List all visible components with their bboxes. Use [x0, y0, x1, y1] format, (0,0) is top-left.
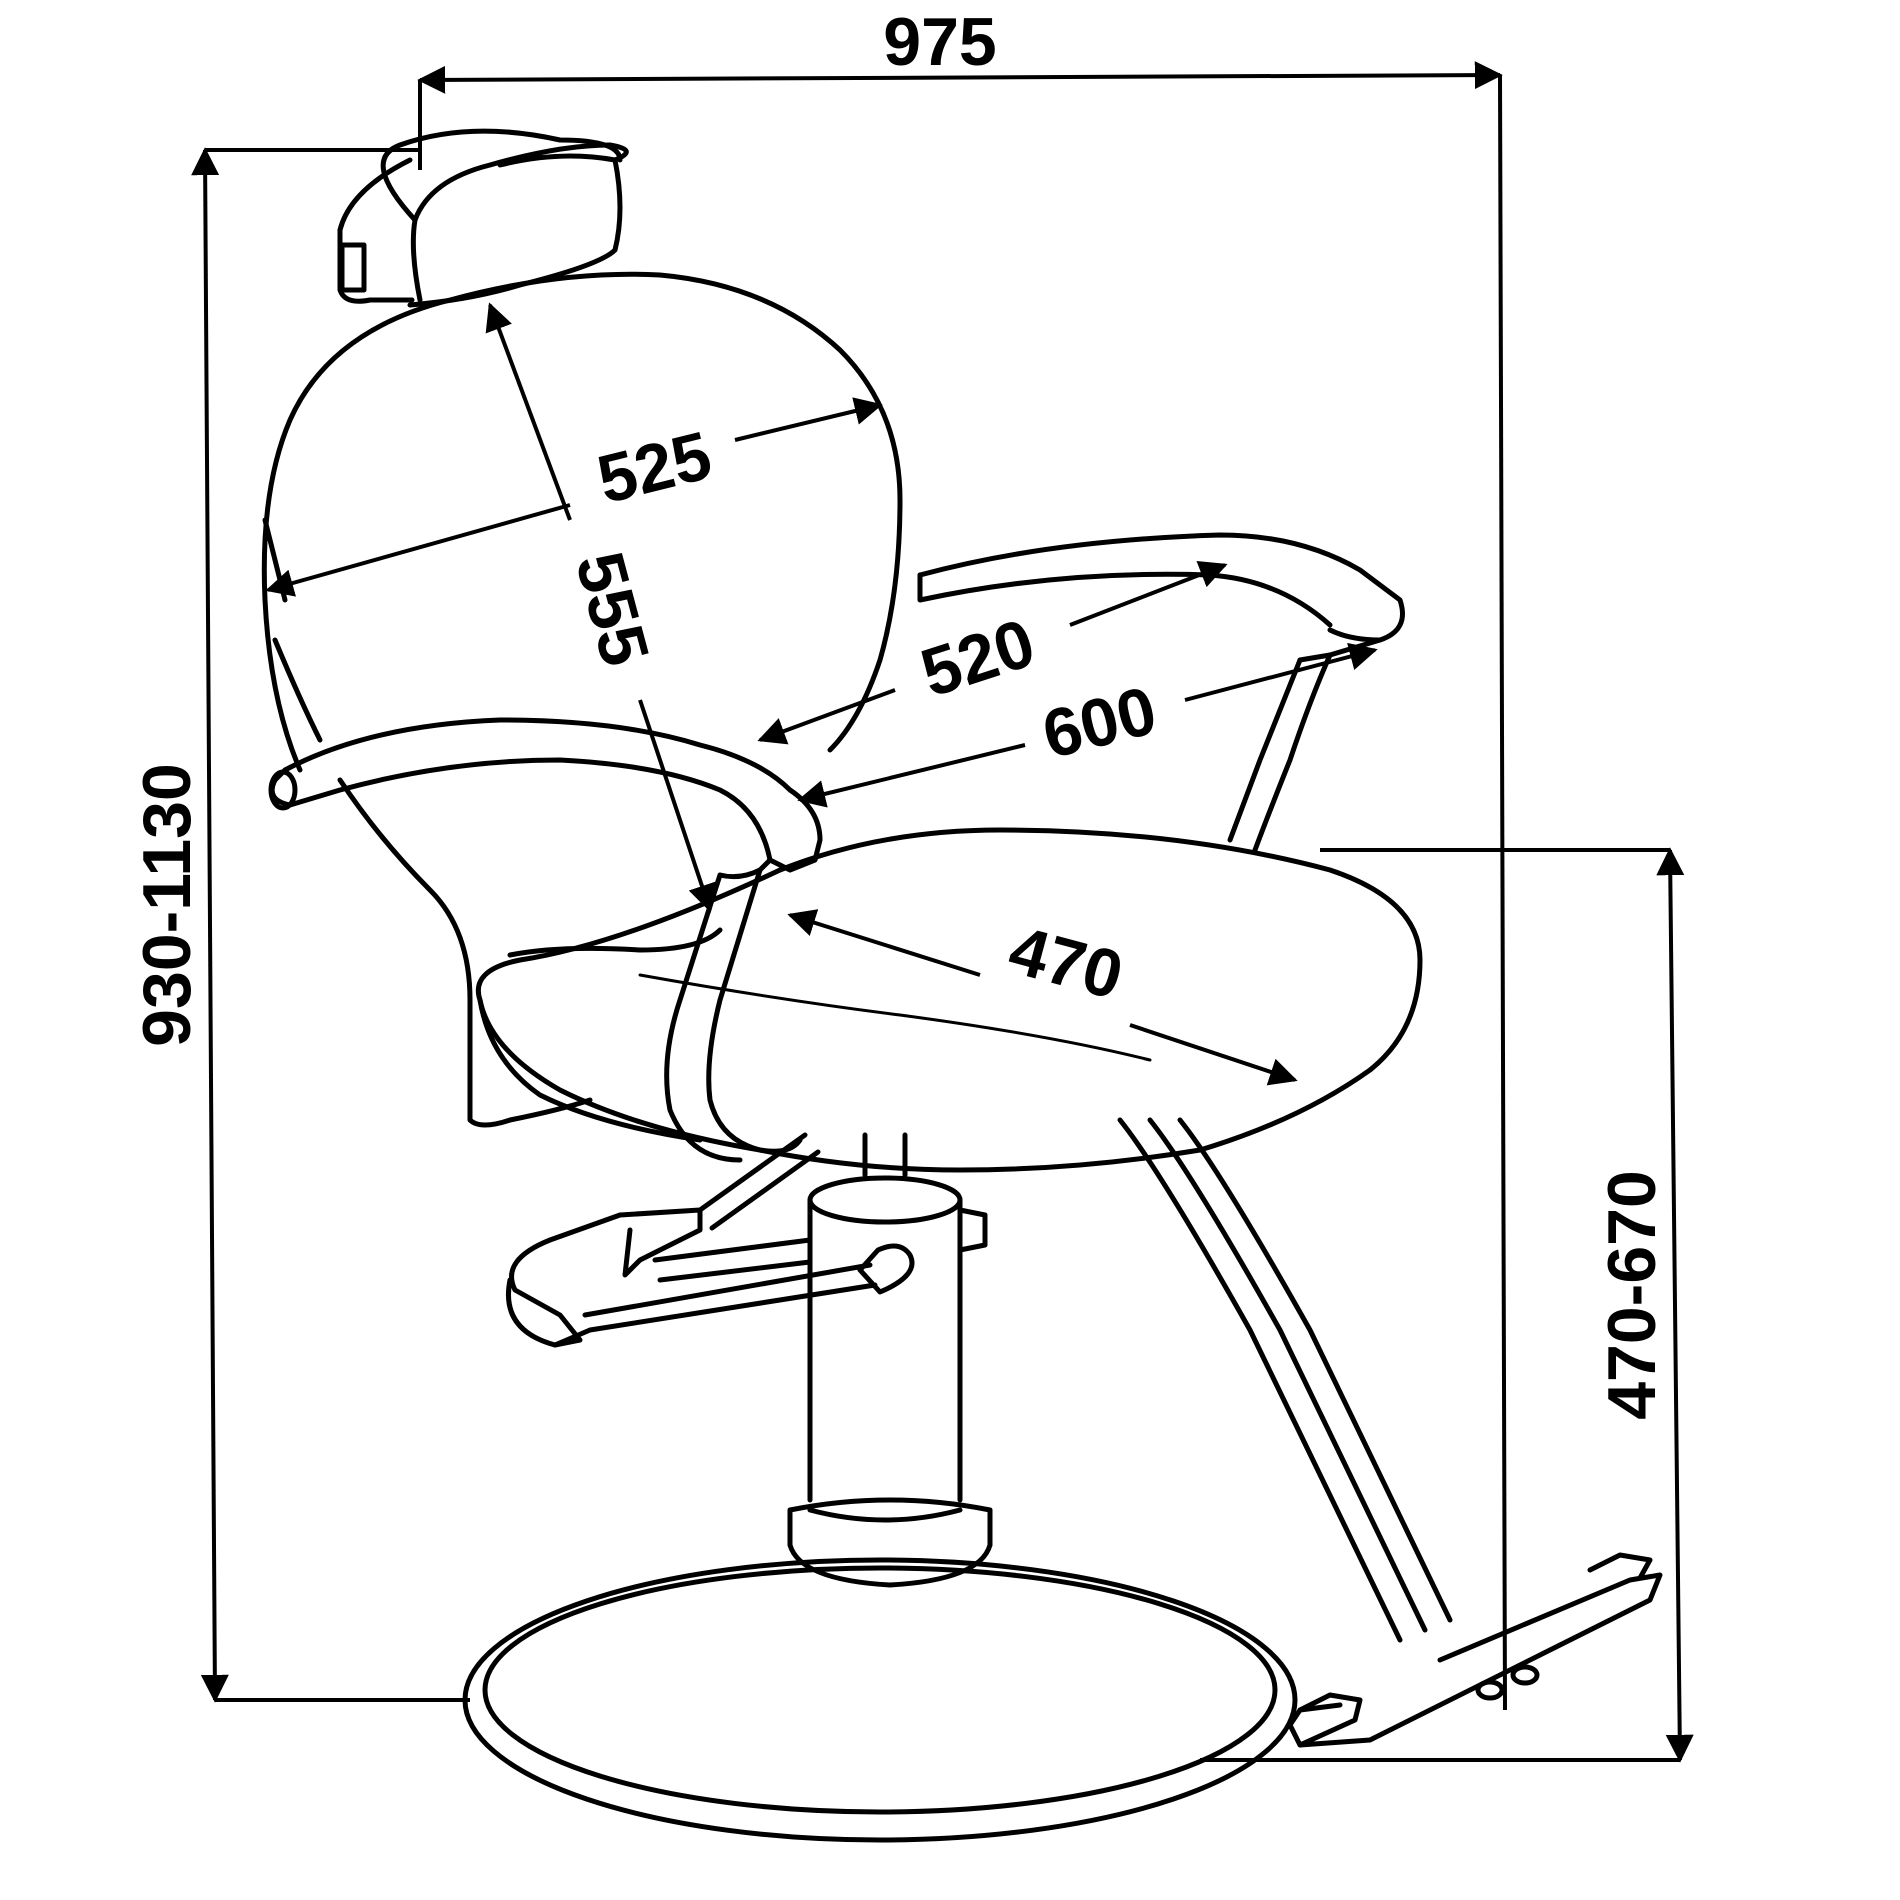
hydraulic-column [787, 1132, 993, 1588]
dim-seat-height: 470-670 [1200, 847, 1694, 1763]
dim-overall-height: 930-1130 [129, 147, 470, 1703]
armrest-left [268, 717, 823, 1163]
dim-seat-depth: 470 [787, 909, 1298, 1086]
dim-overall-width: 975 [417, 4, 1507, 1711]
foot-ring [506, 1132, 915, 1348]
dim-armrest-outer: 600 [797, 642, 1378, 808]
base-disc [462, 1557, 1298, 1843]
dim-label-backrest-width: 525 [590, 417, 718, 518]
dim-label-armrest-inner: 520 [912, 604, 1043, 711]
seat-cushion [476, 827, 1423, 1173]
dim-label-backrest-height: 555 [561, 544, 664, 673]
footrest-arm [1117, 1117, 1663, 1748]
dim-label-overall-height: 930-1130 [129, 763, 205, 1047]
armrest-right [917, 532, 1405, 853]
chair-drawing [261, 128, 1663, 1843]
dim-label-seat-height: 470-670 [1594, 1170, 1670, 1420]
dim-backrest-height: 555 [485, 302, 716, 913]
dim-label-seat-depth: 470 [1001, 911, 1130, 1014]
backrest [261, 271, 903, 773]
dim-label-armrest-outer: 600 [1035, 672, 1163, 773]
back-shell [337, 777, 723, 1128]
dim-label-overall-width: 975 [883, 4, 996, 80]
headrest [337, 128, 629, 308]
